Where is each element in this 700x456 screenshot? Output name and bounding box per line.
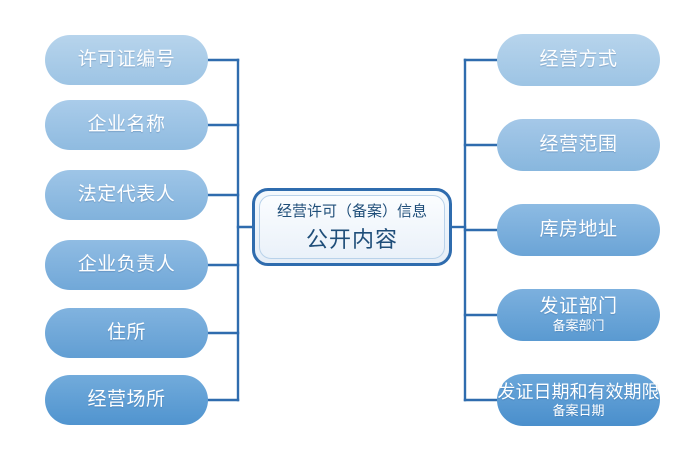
node-issue-date-validity[interactable]: 发证日期和有效期限 备案日期 [497,374,660,426]
node-label: 发证日期和有效期限 [497,381,660,402]
node-sublabel: 备案日期 [552,402,605,418]
node-warehouse-address[interactable]: 库房地址 [497,204,660,256]
node-legal-representative[interactable]: 法定代表人 [45,170,208,220]
node-business-mode[interactable]: 经营方式 [497,34,660,86]
node-residence[interactable]: 住所 [45,308,208,358]
node-label: 库房地址 [539,219,618,241]
node-label: 经营方式 [539,49,618,71]
center-node[interactable]: 经营许可（备案）信息 公开内容 [252,188,452,266]
center-node-inner: 经营许可（备案）信息 公开内容 [259,195,445,259]
node-label: 发证部门 [539,296,618,318]
node-enterprise-name[interactable]: 企业名称 [45,100,208,150]
node-business-scope[interactable]: 经营范围 [497,119,660,171]
node-business-premises[interactable]: 经营场所 [45,375,208,425]
node-sublabel: 备案部门 [552,318,605,334]
node-issuing-authority[interactable]: 发证部门 备案部门 [497,289,660,341]
node-enterprise-principal[interactable]: 企业负责人 [45,240,208,290]
node-label: 经营范围 [539,134,618,156]
node-license-number[interactable]: 许可证编号 [45,35,208,85]
center-node-title: 公开内容 [305,227,398,252]
center-node-subtitle: 经营许可（备案）信息 [276,203,427,220]
node-label: 企业名称 [87,114,166,136]
node-label: 法定代表人 [77,184,176,206]
node-label: 许可证编号 [77,49,176,71]
node-label: 经营场所 [87,389,166,411]
node-label: 企业负责人 [77,254,176,276]
node-label: 住所 [106,322,146,344]
